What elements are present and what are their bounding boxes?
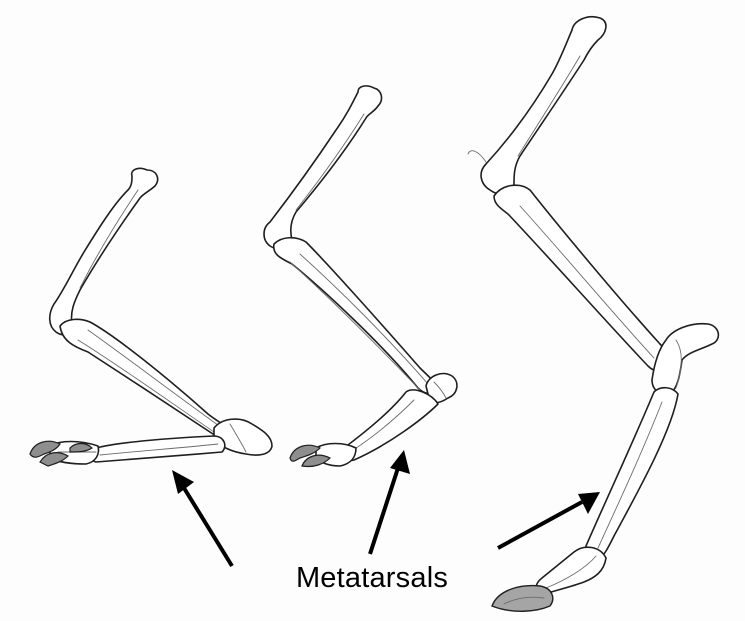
- plantigrade-femur: [50, 168, 158, 334]
- digitigrade-leg: [264, 86, 457, 467]
- plantigrade-leg: [30, 168, 272, 466]
- unguligrade-tibia: [494, 185, 671, 371]
- digitigrade-femur: [264, 86, 381, 249]
- plantigrade-tibia: [60, 319, 236, 438]
- plantigrade-metatarsals: [90, 436, 225, 462]
- unguligrade-tarsals: [652, 324, 718, 395]
- digitigrade-metatarsals: [343, 390, 438, 460]
- unguligrade-leg: [468, 17, 718, 612]
- unguligrade-femur: [481, 17, 606, 194]
- plantigrade-claw: [40, 453, 68, 466]
- arrow-to-plantigrade-metatarsals: [172, 470, 232, 566]
- digitigrade-tibia: [274, 238, 438, 394]
- digitigrade-claw: [302, 455, 330, 466]
- metatarsals-label: Metatarsals: [262, 562, 482, 595]
- arrow-to-unguligrade-metatarsals: [498, 492, 600, 548]
- arrow-to-digitigrade-metatarsals: [370, 450, 410, 554]
